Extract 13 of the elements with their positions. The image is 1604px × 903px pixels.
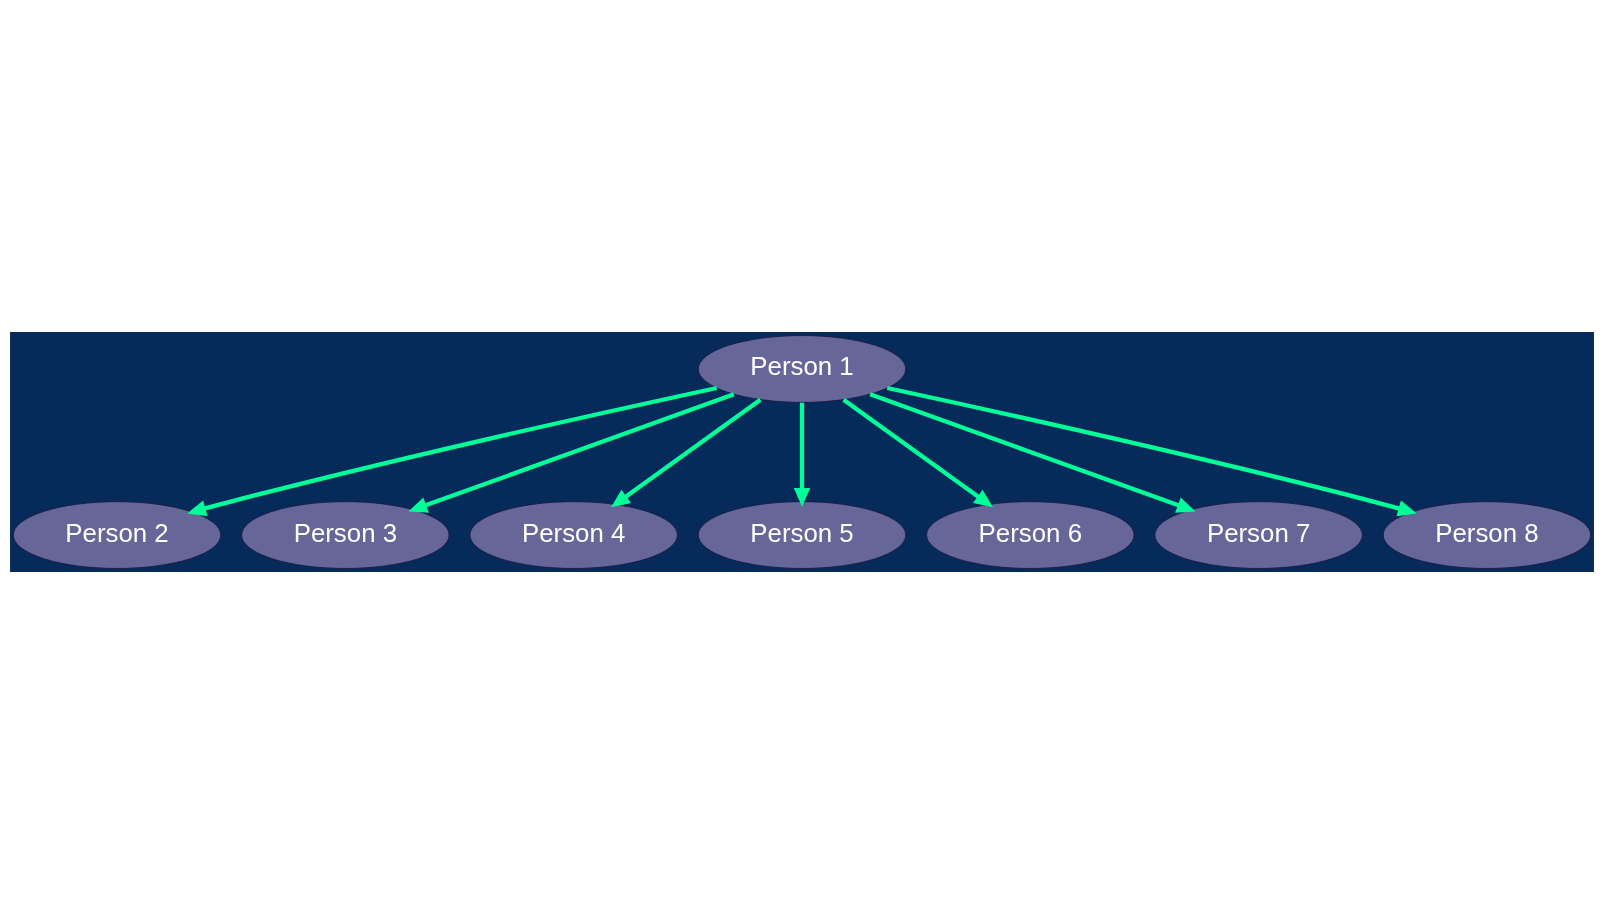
node-ellipse: Person 5 [697,500,907,569]
arrow [793,402,811,507]
arrow [869,391,1196,513]
arrow [187,385,718,516]
node-ellipse: Person 3 [241,500,450,569]
arrow [611,397,762,507]
arrow [886,385,1417,516]
node-ellipse: Person 6 [926,500,1135,569]
arrow [842,397,993,507]
node-ellipse: Person 1 [697,334,907,403]
node-ellipse: Person 4 [469,500,678,569]
node-ellipse: Person 7 [1154,500,1363,569]
arrow [408,391,735,513]
